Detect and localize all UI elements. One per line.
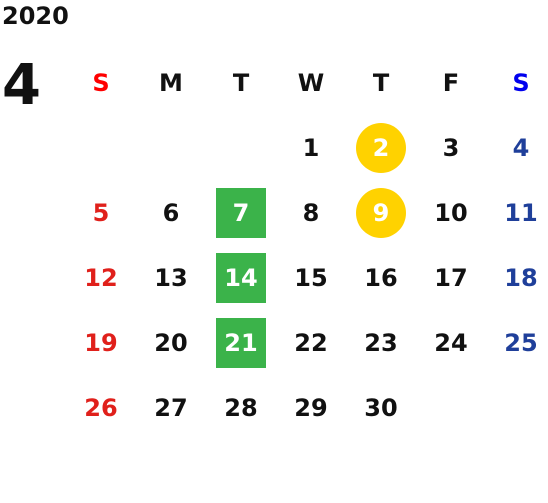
day-cell [66, 115, 136, 180]
calendar-grid: S M T W T F S 1 2 3 4 5 6 7 8 9 10 11 12… [66, 50, 548, 440]
day-6[interactable]: 6 [162, 198, 180, 227]
day-27[interactable]: 27 [154, 393, 188, 422]
day-cell [486, 375, 548, 440]
weekday-tuesday: T [232, 68, 250, 97]
day-3[interactable]: 3 [442, 133, 460, 162]
day-cell [206, 115, 276, 180]
year-label: 2020 [2, 2, 69, 30]
weekday-thursday: T [372, 68, 390, 97]
weekday-monday: M [159, 68, 183, 97]
day-12[interactable]: 12 [84, 263, 118, 292]
weekday-friday: F [442, 68, 460, 97]
weekday-sunday: S [92, 68, 110, 97]
day-25[interactable]: 25 [504, 328, 538, 357]
day-4[interactable]: 4 [512, 133, 530, 162]
day-1[interactable]: 1 [302, 133, 320, 162]
day-2-marked-yellow[interactable]: 2 [346, 115, 416, 180]
weekday-wednesday: W [297, 68, 325, 97]
day-9-marked-yellow[interactable]: 9 [346, 180, 416, 245]
day-5[interactable]: 5 [92, 198, 110, 227]
day-cell [136, 115, 206, 180]
day-17[interactable]: 17 [434, 263, 468, 292]
day-30[interactable]: 30 [364, 393, 398, 422]
day-26[interactable]: 26 [84, 393, 118, 422]
day-28[interactable]: 28 [224, 393, 258, 422]
day-19[interactable]: 19 [84, 328, 118, 357]
day-7-marked-green[interactable]: 7 [206, 180, 276, 245]
day-18[interactable]: 18 [504, 263, 538, 292]
day-22[interactable]: 22 [294, 328, 328, 357]
day-23[interactable]: 23 [364, 328, 398, 357]
day-24[interactable]: 24 [434, 328, 468, 357]
day-13[interactable]: 13 [154, 263, 188, 292]
day-14-marked-green[interactable]: 14 [206, 245, 276, 310]
day-11[interactable]: 11 [504, 198, 538, 227]
day-21-marked-green[interactable]: 21 [206, 310, 276, 375]
day-29[interactable]: 29 [294, 393, 328, 422]
day-16[interactable]: 16 [364, 263, 398, 292]
day-10[interactable]: 10 [434, 198, 468, 227]
month-label: 4 [2, 53, 41, 118]
day-20[interactable]: 20 [154, 328, 188, 357]
weekday-saturday: S [512, 68, 530, 97]
day-cell [416, 375, 486, 440]
day-15[interactable]: 15 [294, 263, 328, 292]
day-8[interactable]: 8 [302, 198, 320, 227]
